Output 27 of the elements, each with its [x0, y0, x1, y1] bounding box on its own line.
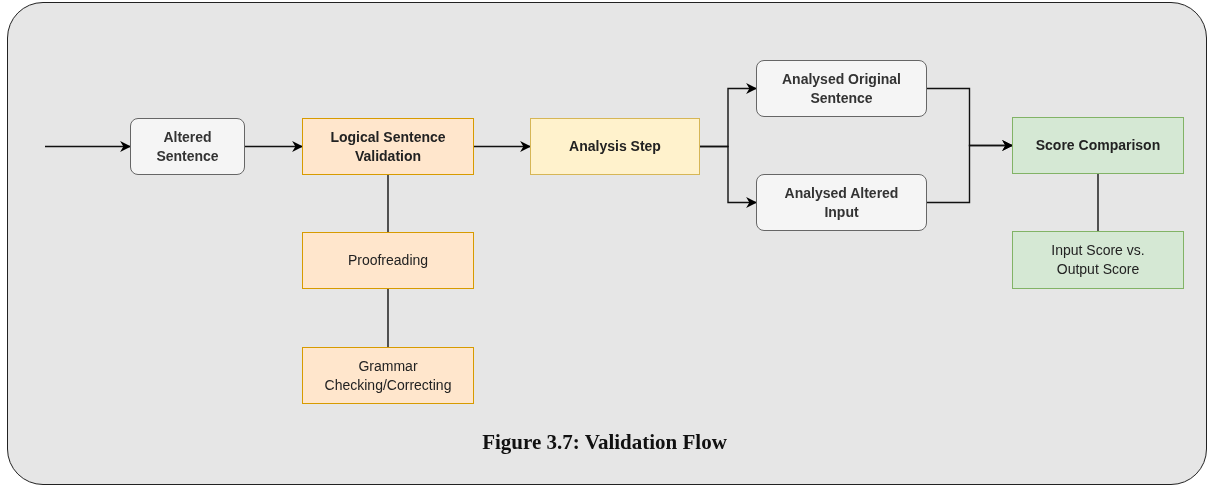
node-label: Proofreading: [346, 251, 430, 270]
node-label: Analysed Original Sentence: [780, 69, 902, 108]
process-box: [302, 232, 474, 289]
node-label: Analysed Altered Input: [783, 183, 900, 222]
connector-line: [1097, 173, 1099, 232]
process-box: [756, 60, 927, 117]
process-box: [1012, 117, 1184, 174]
process-box: [756, 174, 927, 231]
arrow: [473, 141, 532, 152]
connector-line: [387, 174, 389, 233]
process-box: [530, 118, 700, 175]
process-box: [302, 347, 474, 404]
node-label: Analysis Step: [568, 137, 662, 156]
node-label: Grammar Checking/Correcting: [323, 356, 453, 395]
node-label: Score Comparison: [1034, 136, 1162, 155]
process-box: [130, 118, 245, 175]
arrow: [926, 140, 1014, 204]
arrow: [44, 141, 132, 152]
connector-line: [387, 288, 389, 348]
figure-caption: Figure 3.7: Validation Flow: [482, 430, 727, 454]
node-label: Logical Sentence Validation: [329, 127, 447, 166]
node-label: Input Score vs. Output Score: [1050, 241, 1146, 279]
arrow: [699, 145, 758, 208]
arrow: [244, 141, 304, 152]
process-box: [302, 118, 474, 175]
process-box: [1012, 231, 1184, 289]
node-label: Altered Sentence: [155, 127, 220, 166]
